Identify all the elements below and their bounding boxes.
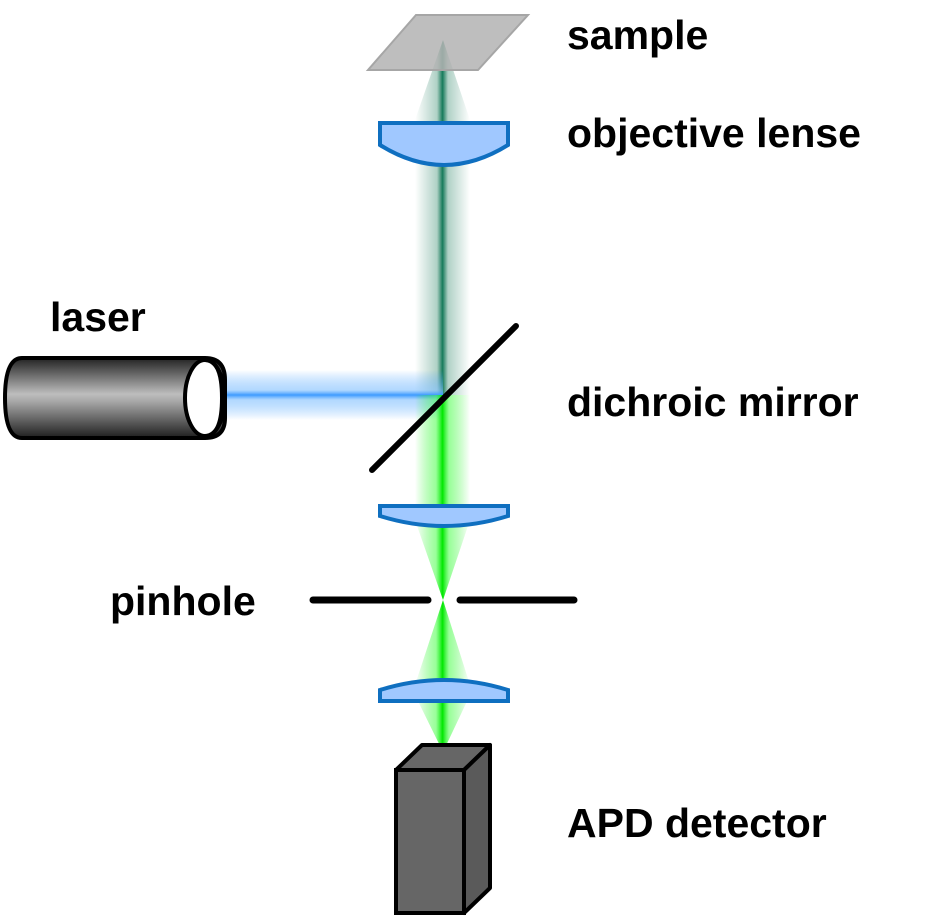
laser-body (2, 356, 227, 440)
label-pinhole: pinhole (110, 578, 256, 624)
sample-slide (365, 14, 531, 71)
emission-converging-beam (415, 520, 470, 600)
emission-beam-upper (415, 395, 470, 510)
tube-lens (378, 504, 510, 528)
sample-cone-beam (415, 40, 470, 120)
objective-lens (378, 121, 510, 167)
focusing-lens (378, 678, 510, 703)
label-objective-lens: objective lense (567, 110, 861, 156)
label-laser: laser (50, 294, 146, 340)
label-sample: sample (567, 12, 709, 58)
label-dichroic-mirror: dichroic mirror (567, 379, 859, 425)
excitation-beam (205, 370, 443, 420)
emission-detector-beam (415, 695, 470, 752)
label-apd-detector: APD detector (567, 800, 827, 846)
apd-detector (394, 743, 492, 915)
dichroic-mirror (369, 323, 519, 473)
emission-diverging-beam (415, 600, 470, 685)
